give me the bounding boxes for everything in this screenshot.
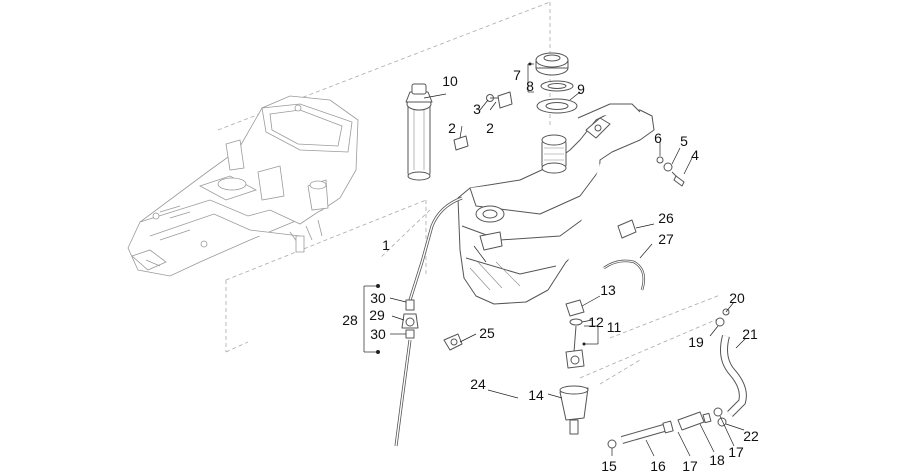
mounting-bolt-set	[656, 156, 685, 187]
callout-11: 11	[606, 319, 622, 335]
filler-cap-assembly	[535, 52, 578, 114]
callout-17-right: 17	[728, 444, 744, 460]
callout-1: 1	[382, 237, 390, 253]
callout-27: 27	[658, 231, 674, 247]
callout-20: 20	[729, 290, 745, 306]
callout-3: 3	[473, 101, 481, 117]
callout-21: 21	[742, 326, 758, 342]
callout-30-top: 30	[370, 290, 386, 306]
callout-2-right: 2	[486, 120, 494, 136]
callout-10: 10	[442, 73, 458, 89]
callout-28: 28	[342, 312, 358, 328]
leader-lines	[363, 62, 747, 457]
callout-29: 29	[369, 307, 385, 323]
callout-13: 13	[600, 282, 616, 298]
callout-26: 26	[658, 210, 674, 226]
callout-9: 9	[577, 81, 585, 97]
callout-22: 22	[743, 428, 759, 444]
callout-6: 6	[654, 130, 662, 146]
fuel-sender-unit	[405, 83, 433, 181]
breather-hose	[501, 163, 632, 463]
callout-18: 18	[709, 452, 725, 468]
scooter-frame	[127, 95, 359, 277]
callout-25: 25	[479, 325, 495, 341]
vent-tube	[394, 196, 463, 447]
callout-15: 15	[601, 458, 617, 473]
callout-19: 19	[688, 334, 704, 350]
callout-7: 7	[513, 67, 521, 83]
clips-and-screws	[453, 91, 513, 151]
callout-4: 4	[691, 147, 699, 163]
fuel-tank	[457, 103, 655, 305]
filter-cup	[559, 385, 589, 435]
hose-clamp	[443, 333, 463, 351]
callout-12: 12	[588, 314, 604, 330]
callout-2-left: 2	[448, 120, 456, 136]
callout-24: 24	[470, 376, 486, 392]
fuel-line-assembly	[607, 308, 747, 449]
strap-and-clip	[603, 219, 645, 291]
reference-frame	[217, 1, 721, 385]
callout-5: 5	[680, 133, 688, 149]
callout-14: 14	[528, 387, 544, 403]
callout-8: 8	[526, 78, 534, 94]
callout-16: 16	[650, 458, 666, 473]
fuel-valve-assembly	[565, 299, 585, 369]
callout-17-left: 17	[682, 458, 698, 473]
callout-30-bottom: 30	[370, 326, 386, 342]
